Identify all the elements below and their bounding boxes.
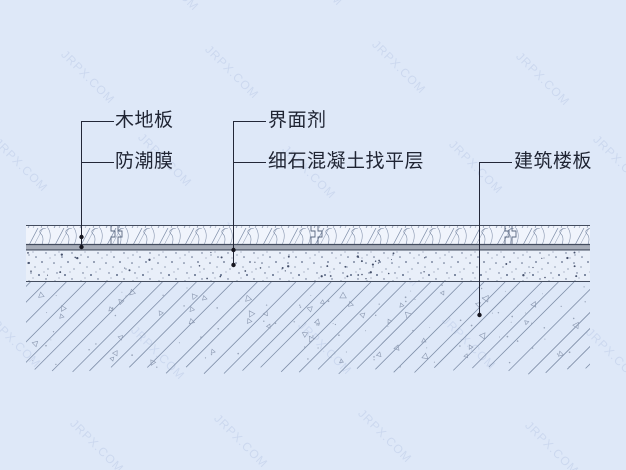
leader-lines — [81, 121, 512, 315]
label-interface-agent: 界面剂 — [268, 110, 327, 131]
layer-wood-floor — [26, 225, 590, 244]
plank-joint — [110, 225, 517, 244]
label-building-floor-slab: 建筑楼板 — [514, 151, 593, 172]
label-wood-floor: 木地板 — [115, 110, 174, 131]
layer-concrete-leveling — [26, 250, 590, 282]
leader-dots — [79, 234, 482, 318]
label-moisture-proof-membrane: 防潮膜 — [115, 151, 174, 172]
label-fine-concrete-leveling-layer: 细石混凝土找平层 — [268, 151, 425, 172]
layer-moisture-membrane — [26, 243, 590, 251]
layer-building-slab — [26, 282, 590, 375]
